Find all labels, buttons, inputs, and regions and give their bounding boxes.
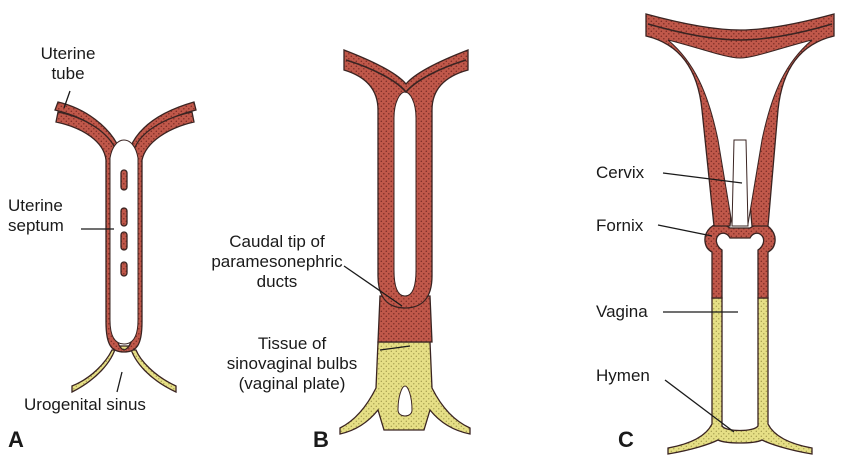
label-tissue-line3: (vaginal plate) [212, 374, 372, 394]
label-urogenital-sinus: Urogenital sinus [24, 395, 146, 415]
label-tissue-line1: Tissue of [212, 334, 372, 354]
lower-vagina-shape [668, 298, 812, 454]
label-uterine-tube-line2: tube [28, 64, 108, 84]
label-tissue-sinovaginal: Tissue of sinovaginal bulbs (vaginal pla… [212, 334, 372, 394]
label-caudal-tip-line1: Caudal tip of [192, 232, 362, 252]
label-uterine-tube-line1: Uterine [28, 44, 108, 64]
label-vagina: Vagina [596, 302, 648, 322]
label-uterine-tube: Uterine tube [28, 44, 108, 84]
label-fornix: Fornix [596, 216, 643, 236]
label-uterine-septum-line1: Uterine [8, 196, 64, 216]
upper-vagina-shape [705, 224, 775, 298]
label-caudal-tip: Caudal tip of paramesonephric ducts [192, 232, 362, 292]
panel-label-c: C [618, 427, 634, 453]
label-tissue-line2: sinovaginal bulbs [212, 354, 372, 374]
label-uterine-septum-line2: septum [8, 216, 64, 236]
urogenital-sinus-shape [72, 346, 176, 392]
panel-label-a: A [8, 427, 24, 453]
label-cervix: Cervix [596, 163, 644, 183]
panel-label-b: B [313, 427, 329, 453]
panel-c-drawing [646, 14, 834, 454]
lumen-b [394, 92, 416, 296]
label-hymen: Hymen [596, 366, 650, 386]
label-caudal-tip-line3: ducts [192, 272, 362, 292]
label-uterine-septum: Uterine septum [8, 196, 64, 236]
panel-a-drawing [55, 102, 196, 392]
label-caudal-tip-line2: paramesonephric [192, 252, 362, 272]
